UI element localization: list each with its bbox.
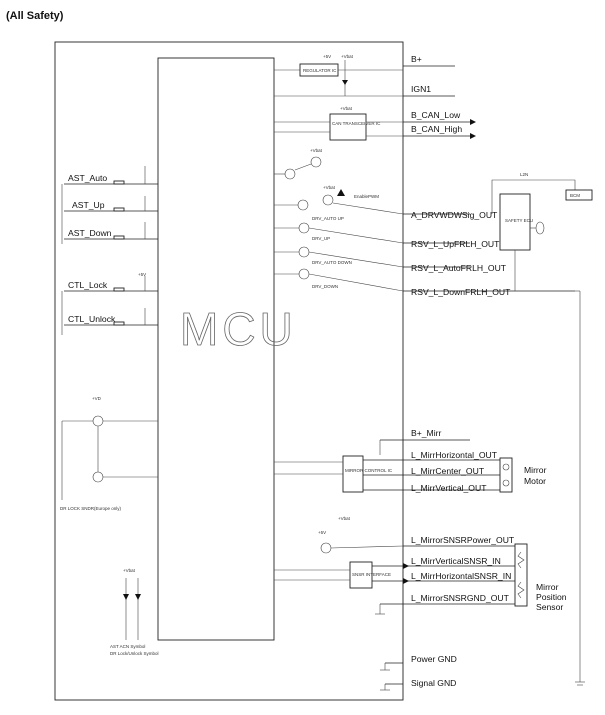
label-bplus: B+ [411, 54, 422, 64]
safety-ecu-box [499, 193, 531, 251]
label-mirr-vertical: L_MirrVertical_OUT [411, 483, 487, 493]
label-mirror-sensor-1: Mirror [536, 582, 559, 592]
label-ast-auto: AST_Auto [68, 173, 107, 183]
motor-icon [502, 463, 510, 471]
mcu-label: MCU [180, 303, 297, 355]
motor-coil-icon [535, 221, 545, 235]
label-ctl-unlock: CTL_Unlock [68, 314, 116, 324]
mirror-sensor-box [514, 543, 528, 607]
label-power-gnd: Power GND [411, 654, 457, 664]
diode-icon [123, 594, 129, 600]
mirror-drv-ic [342, 455, 364, 493]
bcm-box [565, 189, 593, 201]
win-link-2b [308, 251, 404, 268]
label-mirror-sensor-2: Position [536, 592, 567, 602]
snsr-power-int [330, 545, 404, 549]
transistor-icon [322, 194, 334, 206]
label-vbat-top: +Vbat [341, 54, 354, 59]
can-transceiver-ic [329, 113, 367, 141]
label-mirr-center: L_MirrCenter_OUT [411, 466, 485, 476]
label-ctl-lock: CTL_Lock [68, 280, 108, 290]
transistor-icon [310, 156, 322, 168]
label-mirror-motor-1: Mirror [524, 465, 547, 475]
label-mirr-horizontal: L_MirrHorizontal_OUT [411, 450, 498, 460]
label-can-high: B_CAN_High [411, 124, 462, 134]
label-vbat-snsr: +Vbat [338, 516, 351, 521]
label-can-low: B_CAN_Low [411, 110, 461, 120]
label-snsr-gnd: L_MirrorSNSRGND_OUT [411, 593, 510, 603]
switch-icon [113, 321, 125, 326]
label-vbat-can: +Vbat [340, 106, 353, 111]
label-drv-down: DRV_DOWN [312, 284, 338, 289]
label-drv-auto-down: DRV_AUTO DOWN [312, 260, 352, 265]
can-high-arrow-icon [470, 133, 476, 139]
diagram-title: (All Safety) [6, 10, 64, 22]
mirror-drv-text: MIRROR CONTROL IC [345, 468, 393, 473]
switch-icon [113, 207, 125, 212]
label-5v-lock: +5V [138, 272, 146, 277]
label-downfrlh: RSV_L_DownFRLH_OUT [411, 287, 511, 297]
q-link-2 [294, 163, 312, 171]
label-l2n: L2N [520, 172, 528, 177]
label-ast-up: AST_Up [72, 200, 105, 210]
switch-icon [113, 235, 125, 240]
label-ast-note-2: DR Lock/Unlock Symbol [110, 651, 159, 656]
label-5v-top: +5V [323, 54, 331, 59]
label-ast-note-1: AST ACN Symbol [110, 644, 145, 649]
resistor-icon [517, 551, 525, 569]
safety-ecu-bus [491, 179, 576, 214]
motor-icon [502, 479, 510, 487]
label-upfrlh: RSV_L_UpFRLH_OUT [411, 239, 500, 249]
label-ign1: IGN1 [411, 84, 431, 94]
label-snsr-horiz: L_MirrHorizontalSNSR_IN [411, 571, 511, 581]
label-bplus-mirr: B+_Mirr [411, 428, 441, 438]
label-5v-snsr: +5V [318, 530, 326, 535]
warning-triangle-icon [337, 189, 345, 196]
win-link-0b [332, 202, 404, 215]
resistor-icon [517, 581, 525, 599]
input-arrow-icon [403, 563, 409, 569]
diode-icon [135, 594, 141, 600]
label-mirror-sensor-3: Sensor [536, 602, 563, 612]
label-vbat-win: +Vbat [323, 185, 336, 190]
label-drvwdw: A_DRVWDWSig_OUT [411, 210, 498, 220]
label-snsr-power: L_MirrorSNSRPower_OUT [411, 535, 515, 545]
can-transceiver-text: CAN TRANSCEIVER IC [332, 121, 381, 126]
label-vbat-ast: +Vbat [123, 568, 136, 573]
diode-icon [342, 80, 348, 85]
win-link-1b [308, 227, 404, 244]
switch-icon [113, 180, 125, 185]
regulator-text: REGULATOR IC [303, 68, 337, 73]
sensor-ic-text: SNSR INTERFACE [352, 572, 391, 577]
label-autofrlh: RSV_L_AutoFRLH_OUT [411, 263, 507, 273]
input-arrow-icon [403, 578, 409, 584]
label-dr-lock-note: DR LOCK SNDR(Europe only) [60, 506, 122, 511]
label-drv-auto-up: DRV_AUTO UP [312, 216, 344, 221]
mirror-motor-box [499, 457, 513, 493]
label-enable: EnablePWM [354, 194, 379, 199]
label-drv-up: DRV_UP [312, 236, 330, 241]
label-mirror-motor-2: Motor [524, 476, 546, 486]
safety-ecu-text: SAFETY ECU [505, 218, 533, 223]
label-signal-gnd: Signal GND [411, 678, 456, 688]
sensor-ic [349, 561, 373, 589]
switch-icon [113, 287, 125, 292]
win-link-3b [308, 273, 404, 292]
mcu-block [157, 57, 275, 641]
label-snsr-vert: L_MirrVerticalSNSR_IN [411, 556, 501, 566]
label-vd: +VD [92, 396, 102, 401]
can-low-arrow-icon [470, 119, 476, 125]
label-vbat-q: +Vbat [310, 148, 323, 153]
label-ast-down: AST_Down [68, 228, 112, 238]
bcm-text: BCM [570, 193, 580, 198]
